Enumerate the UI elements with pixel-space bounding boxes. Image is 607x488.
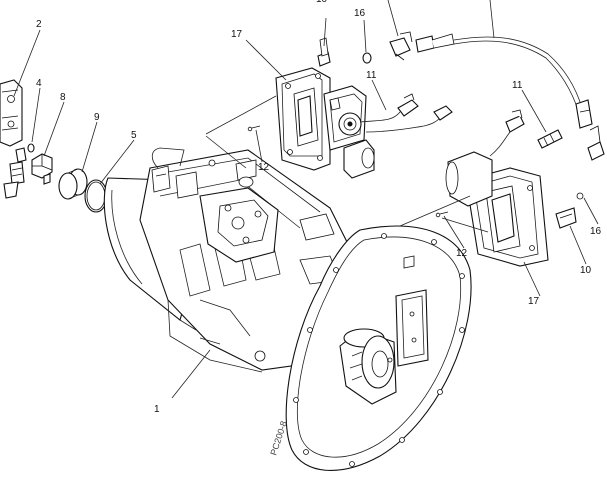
part-hydraulic-hose [453, 36, 593, 129]
part-17-upper-regulator [275, 67, 441, 179]
part-5-o-ring [84, 179, 108, 213]
flywheel-flange [285, 225, 472, 471]
part-9-collar [58, 168, 88, 200]
callout-12-lower: 12 [456, 248, 468, 259]
part-11-connector-upper [397, 93, 453, 121]
callout-5: 5 [131, 130, 137, 141]
callout-12-upper: 12 [258, 162, 270, 173]
leader-lines [13, 0, 599, 399]
callout-labels: 2 4 8 9 5 1 17 10 16 11 12 11 16 10 12 1… [36, 0, 602, 415]
part-16-o-ring-lower [576, 192, 584, 200]
part-fitting-small [3, 147, 27, 199]
part-10-bolt-lower [555, 207, 577, 229]
watermark-text: PC200-8 [268, 420, 288, 457]
part-11-bolt-lower [537, 129, 563, 149]
part-8-connector [31, 153, 53, 185]
callout-16-upper: 16 [354, 8, 366, 19]
callout-17-lower: 17 [528, 296, 540, 307]
part-12-pin-upper [247, 125, 261, 132]
callout-17-upper: 17 [231, 29, 243, 40]
part-12-pin-lower [435, 211, 449, 218]
callout-4: 4 [36, 78, 42, 89]
callout-9: 9 [94, 112, 100, 123]
callout-10-lower: 10 [580, 265, 592, 276]
part-10-bolt-upper [317, 37, 331, 67]
callout-11-lower: 11 [512, 80, 523, 91]
part-16-o-ring-upper [362, 52, 372, 64]
callout-1: 1 [154, 404, 160, 415]
part-fitting-right [587, 125, 605, 161]
part-fitting-upper [389, 31, 455, 61]
part-4-o-ring [27, 143, 35, 153]
part-17-lower-regulator [445, 109, 549, 267]
callout-2: 2 [36, 19, 42, 30]
part-2-valve-block [0, 79, 23, 147]
callout-8: 8 [60, 92, 66, 103]
callout-16-lower: 16 [590, 226, 602, 237]
part-1-main-pump [103, 147, 361, 373]
alignment-lines [205, 95, 489, 233]
callout-10-upper: 10 [316, 0, 328, 5]
callout-11-upper: 11 [366, 70, 377, 81]
